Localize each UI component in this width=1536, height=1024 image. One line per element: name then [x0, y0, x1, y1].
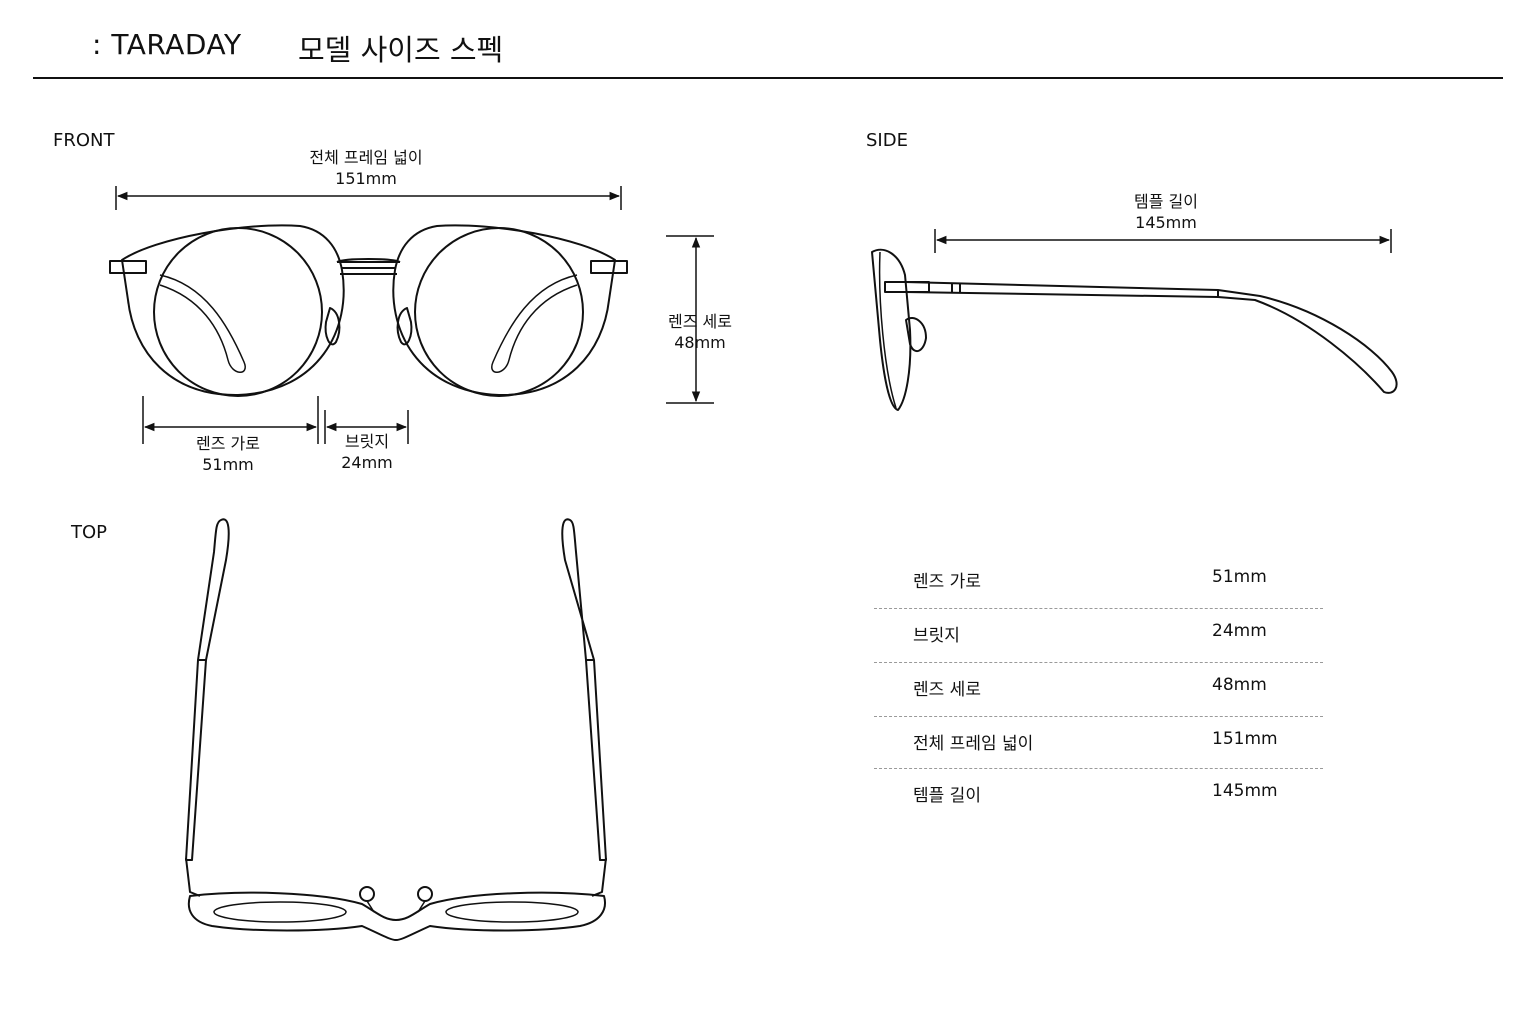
header-divider: [33, 77, 1503, 79]
bridge-label: 브릿지: [344, 432, 390, 451]
spec-value: 48mm: [1212, 675, 1267, 695]
spec-value: 151mm: [1212, 729, 1278, 749]
lens-height-dimension: 렌즈 세로 48mm: [650, 311, 750, 353]
frame-width-label: 전체 프레임 넓이: [309, 148, 423, 167]
top-frame-front: [187, 891, 606, 941]
front-left-lens: [153, 227, 323, 397]
spec-name: 템플 길이: [913, 786, 981, 806]
top-right-lens: [445, 901, 579, 923]
side-nosepad: [905, 317, 927, 353]
top-view-drawing: [185, 518, 607, 941]
spec-row-bridge: 브릿지 24mm: [874, 609, 1323, 663]
lens-width-value: 51mm: [202, 455, 254, 474]
top-right-nosepad: [417, 886, 433, 902]
top-right-temple: [561, 518, 607, 861]
top-left-temple: [185, 518, 230, 861]
lens-height-label: 렌즈 세로: [668, 312, 732, 331]
top-left-nosepad: [359, 886, 375, 902]
temple-length-label: 템플 길이: [1134, 192, 1198, 211]
spec-name: 렌즈 세로: [913, 680, 981, 700]
spec-value: 24mm: [1212, 621, 1267, 641]
side-frame-front: [871, 248, 912, 411]
frame-width-value: 151mm: [335, 169, 397, 188]
page-title: 모델 사이즈 스펙: [298, 33, 504, 67]
side-temple: [904, 281, 1398, 394]
top-view-label: TOP: [71, 522, 108, 543]
lens-width-label: 렌즈 가로: [196, 434, 260, 453]
bridge-dimension: 브릿지 24mm: [322, 431, 412, 473]
front-left-endpiece: [109, 260, 147, 274]
front-right-nosepad: [396, 307, 413, 346]
side-view-label: SIDE: [866, 130, 908, 151]
temple-length-value: 145mm: [1135, 213, 1197, 232]
bridge-value: 24mm: [341, 453, 393, 472]
temple-length-dimension: 템플 길이 145mm: [1106, 191, 1226, 233]
front-right-endpiece: [590, 260, 628, 274]
spec-name: 브릿지: [913, 626, 960, 646]
side-view-drawing: [871, 248, 1398, 411]
spec-value: 51mm: [1212, 567, 1267, 587]
brand-logo: : TARADAY: [92, 28, 242, 61]
spec-value: 145mm: [1212, 781, 1278, 801]
spec-table: 렌즈 가로 51mm 브릿지 24mm 렌즈 세로 48mm 전체 프레임 넓이…: [874, 555, 1323, 822]
spec-row-temple-length: 템플 길이 145mm: [874, 769, 1323, 822]
front-left-nosepad: [324, 307, 341, 346]
lens-height-value: 48mm: [674, 333, 726, 352]
spec-name: 전체 프레임 넓이: [913, 734, 1034, 754]
frame-width-dimension: 전체 프레임 넓이 151mm: [276, 147, 456, 189]
spec-name: 렌즈 가로: [913, 572, 981, 592]
front-bridge: [337, 261, 400, 275]
spec-row-lens-width: 렌즈 가로 51mm: [874, 555, 1323, 609]
top-left-lens: [213, 901, 347, 923]
front-view-label: FRONT: [53, 130, 115, 151]
spec-row-lens-height: 렌즈 세로 48mm: [874, 663, 1323, 717]
spec-row-frame-width: 전체 프레임 넓이 151mm: [874, 717, 1323, 769]
lens-width-dimension: 렌즈 가로 51mm: [178, 433, 278, 475]
front-view-drawing: [109, 224, 628, 397]
front-right-lens: [414, 227, 584, 397]
